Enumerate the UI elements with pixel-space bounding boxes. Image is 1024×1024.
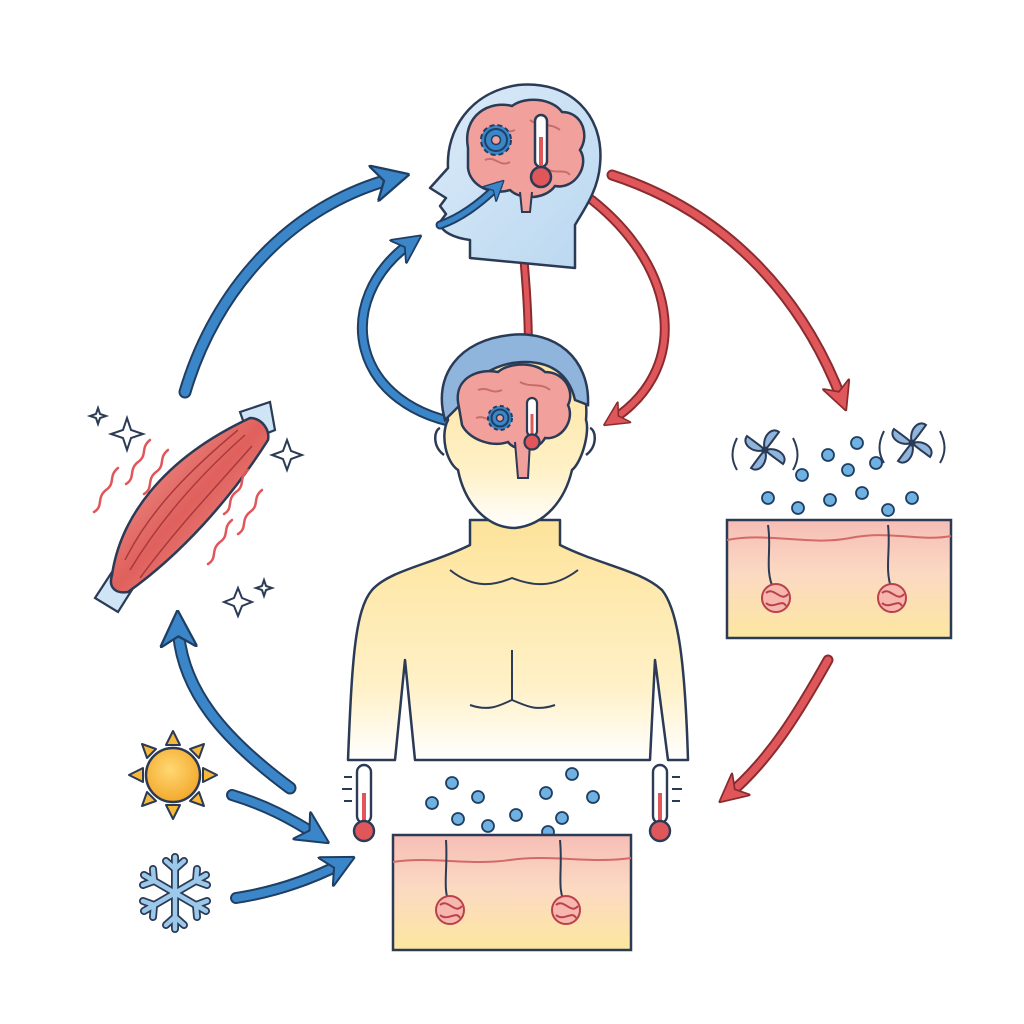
human-torso-icon [346, 333, 690, 762]
skin-cross-section-icon [725, 422, 953, 640]
sweat-gland [551, 895, 581, 925]
shiver-lines [92, 438, 264, 566]
sparkle-icon [86, 404, 305, 619]
gear-icon [480, 124, 512, 156]
sweat-gland [877, 583, 907, 613]
brain-with-gear-and-thermometer-icon [428, 83, 602, 270]
brainstem-top [519, 191, 533, 213]
sweat-droplets-icon [761, 436, 919, 559]
sweat-gland [435, 895, 465, 925]
feedback-arrows [178, 175, 842, 795]
thermometer-icon [523, 396, 541, 451]
muscle-shivering-icon [86, 400, 305, 619]
snowflake-icon [139, 853, 211, 933]
fan-icon [878, 422, 946, 464]
torso-body [346, 518, 690, 762]
arrow-brain-to-sweat-glands [606, 169, 848, 406]
thermometer-icon [529, 113, 553, 189]
gear-icon [487, 405, 513, 431]
skin-cross-section-icon [342, 763, 682, 952]
hair [440, 333, 590, 423]
thermometer-icon [648, 763, 682, 843]
brain-center [456, 363, 572, 451]
fan-icon [731, 429, 799, 471]
sweat-droplets-icon [425, 767, 600, 839]
brain-top [465, 98, 586, 199]
sweat-gland [761, 583, 791, 613]
environment-arrows [226, 789, 343, 904]
muscle-belly [109, 416, 270, 594]
sun-icon [128, 730, 218, 820]
thermometer-icon [342, 763, 376, 843]
